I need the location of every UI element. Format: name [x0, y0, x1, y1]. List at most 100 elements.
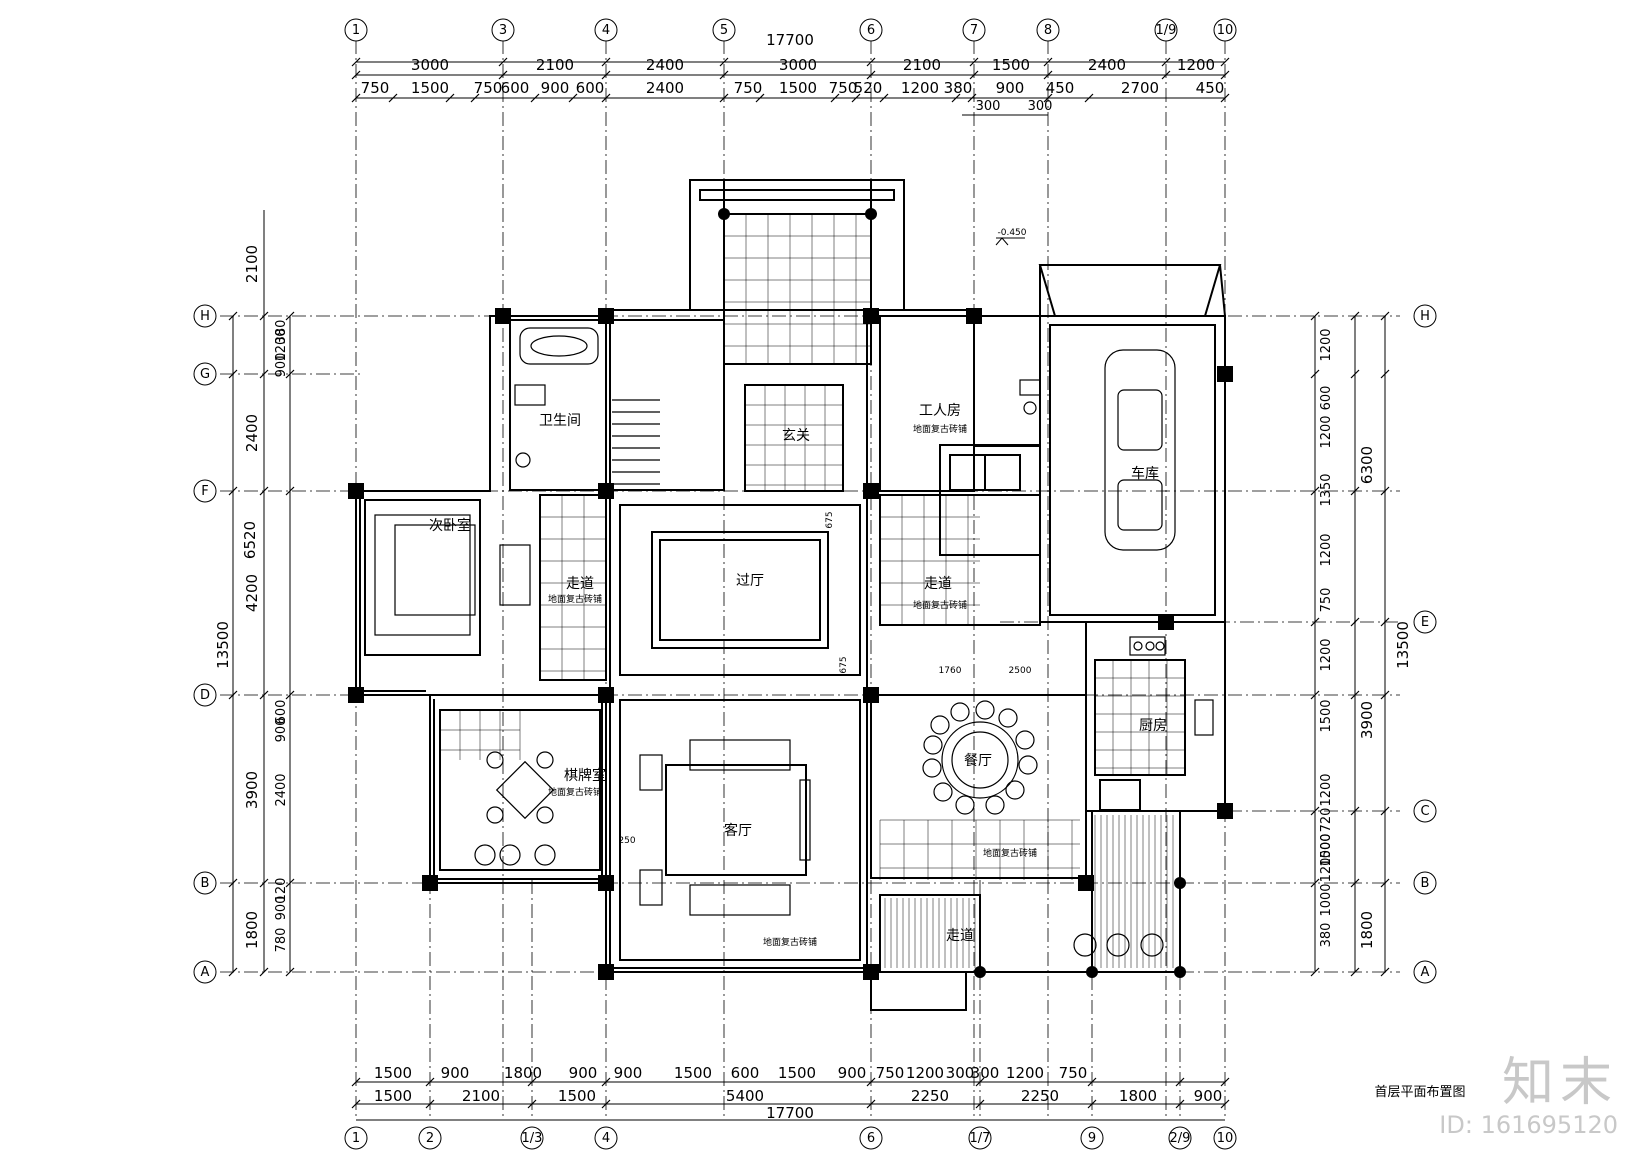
dim-value: 450: [1196, 79, 1225, 97]
dimension-ticks: [228, 57, 1390, 1109]
dining-dim-2500: 2500: [1009, 666, 1032, 676]
dim-value: 1200: [1177, 56, 1215, 74]
axis-label: A: [1421, 965, 1430, 980]
dim-value: 520: [854, 79, 883, 97]
dim-value: 2100: [536, 56, 574, 74]
axis-label: 8: [1044, 23, 1052, 38]
dim-value: 1500: [674, 1064, 712, 1082]
level-mark: -0.450: [995, 228, 1027, 246]
room-corridor-left: 走道: [566, 576, 594, 592]
dim-value: 120: [274, 878, 289, 903]
dim-value: 780: [274, 928, 289, 953]
dim-value: 1500: [558, 1087, 596, 1105]
axis-label: 7: [970, 23, 978, 38]
room-chess: 棋牌室: [564, 767, 606, 784]
axis-label: H: [200, 309, 210, 324]
dim-value: 4200: [243, 574, 261, 612]
room-living: 客厅: [724, 822, 752, 839]
room-walkway: 走道: [946, 928, 974, 944]
dim-value: 900: [274, 353, 289, 378]
dim-value: 3900: [243, 771, 261, 809]
axis-label: 9: [1088, 1131, 1096, 1146]
axis-label: E: [1421, 615, 1429, 630]
room-corridor-right: 走道: [924, 576, 952, 592]
dim-value: 1500: [411, 79, 449, 97]
furniture: [374, 327, 1214, 957]
axis-label: 2: [426, 1131, 434, 1146]
dim-value: 720: [1319, 808, 1334, 833]
dim-value: 2400: [1088, 56, 1126, 74]
dim-value: 300: [946, 1064, 975, 1082]
room-dining: 餐厅: [964, 753, 992, 769]
axis-bubble-1-3: 1/3: [520, 1126, 544, 1150]
column-round: [974, 966, 986, 978]
column: [598, 308, 614, 324]
axis-bubble-7: 7: [962, 18, 986, 42]
dim-value: 2400: [243, 414, 261, 452]
axis-label: 5: [720, 23, 728, 38]
dim-value: 900: [441, 1064, 470, 1082]
column: [598, 875, 614, 891]
axis-bubble-9: 9: [1080, 1126, 1104, 1150]
axis-label: 1: [352, 23, 360, 38]
dim-value: 750: [361, 79, 390, 97]
axis-label: H: [1420, 309, 1430, 324]
dim-value: 750: [876, 1064, 905, 1082]
room-kitchen: 厨房: [1139, 718, 1167, 734]
dim-value: 3000: [411, 56, 449, 74]
axis-bubble-G: G: [193, 362, 217, 386]
hall-dim-675a: 675: [825, 511, 835, 528]
axis-bubble-B: B: [1413, 871, 1437, 895]
dim-value: 1200: [1319, 773, 1334, 806]
axis-gridlines: [220, 40, 1400, 1120]
total-width-top: 17700: [766, 31, 814, 49]
room-chess-note: 地面复古砖铺: [548, 786, 602, 798]
dim-value: 1800: [1358, 911, 1376, 949]
dim-value: 1800: [1119, 1087, 1157, 1105]
dim-value: 380: [1319, 923, 1334, 948]
axis-label: G: [200, 367, 210, 382]
dim-value: 1000: [1319, 883, 1334, 916]
dim-value: 900: [1194, 1087, 1223, 1105]
column: [863, 483, 879, 499]
drawing-title: 首层平面布置图: [1374, 1085, 1465, 1100]
dim-value: 1800: [504, 1064, 542, 1082]
column: [966, 308, 982, 324]
axis-bubble-E: E: [1413, 610, 1437, 634]
column-round: [1086, 966, 1098, 978]
structural-columns: [348, 208, 1233, 980]
dim-value: 1200: [906, 1064, 944, 1082]
dim-value: 2100: [243, 245, 261, 283]
axis-label: 6: [867, 1131, 875, 1146]
dim-value: 1200: [274, 328, 289, 361]
axis-bubble-10: 10: [1213, 18, 1237, 42]
room-servant-note: 地面复古砖铺: [913, 423, 967, 435]
dim-value: 2400: [274, 773, 289, 806]
dim-right-inner: 1200600120013501200750120015001200720100…: [1319, 328, 1334, 947]
column: [1217, 803, 1233, 819]
axis-bubble-1-9: 1/9: [1154, 18, 1178, 42]
column-round: [1174, 877, 1186, 889]
dim-value: 5400: [726, 1087, 764, 1105]
dim-value: 750: [1319, 588, 1334, 613]
dim-value: 900: [838, 1064, 867, 1082]
axis-label: 4: [602, 23, 610, 38]
dim-value: 1200: [1319, 328, 1334, 361]
dim-value: 3000: [779, 56, 817, 74]
dim-value: 2100: [462, 1087, 500, 1105]
column: [1158, 614, 1174, 630]
dim-value: 6300: [1358, 446, 1376, 484]
room-corridor-right-note: 地面复古砖铺: [913, 599, 967, 611]
column-round: [1174, 966, 1186, 978]
column: [495, 308, 511, 324]
room-servant: 工人房: [919, 403, 961, 419]
dim-value: 900: [996, 79, 1025, 97]
axis-label: D: [200, 688, 210, 703]
column: [863, 964, 879, 980]
svg-text:-0.450: -0.450: [997, 228, 1026, 238]
